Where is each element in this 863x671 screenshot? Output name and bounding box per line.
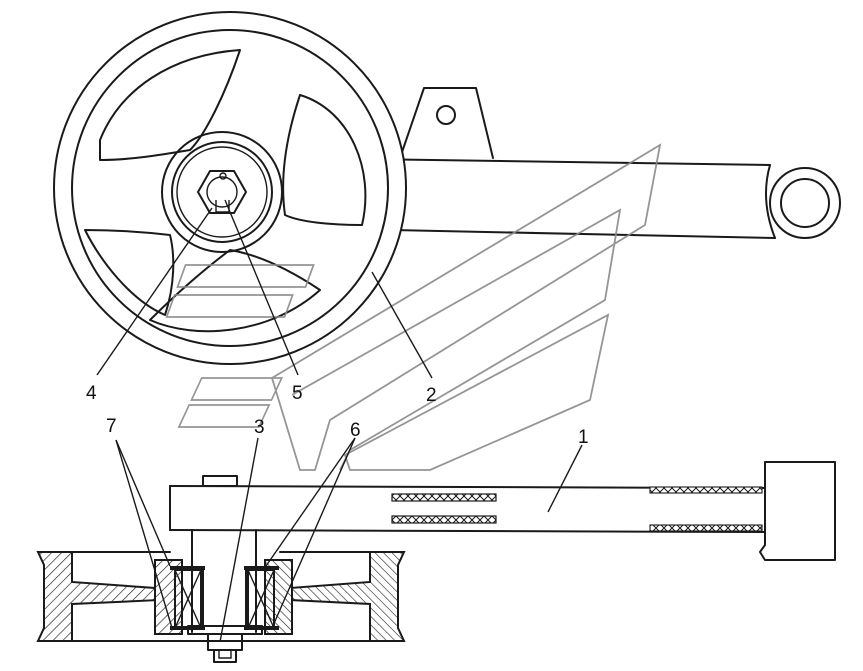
callouts: 1 2 3 4 5 6 7	[86, 199, 589, 643]
section-view	[36, 461, 836, 663]
callout-2: 2	[426, 385, 437, 406]
pulley-wheel	[53, 11, 407, 365]
callout-1: 1	[578, 427, 589, 448]
callout-3: 3	[254, 417, 265, 438]
callout-6: 6	[350, 420, 361, 441]
callout-4: 4	[86, 383, 97, 404]
callout-5: 5	[292, 383, 303, 404]
tensioner-arm-side	[169, 461, 836, 561]
arm-eye	[769, 167, 841, 239]
mounting-bracket	[399, 87, 494, 159]
pulley-section	[36, 529, 406, 663]
top-view	[53, 11, 841, 365]
callout-7: 7	[106, 416, 117, 437]
